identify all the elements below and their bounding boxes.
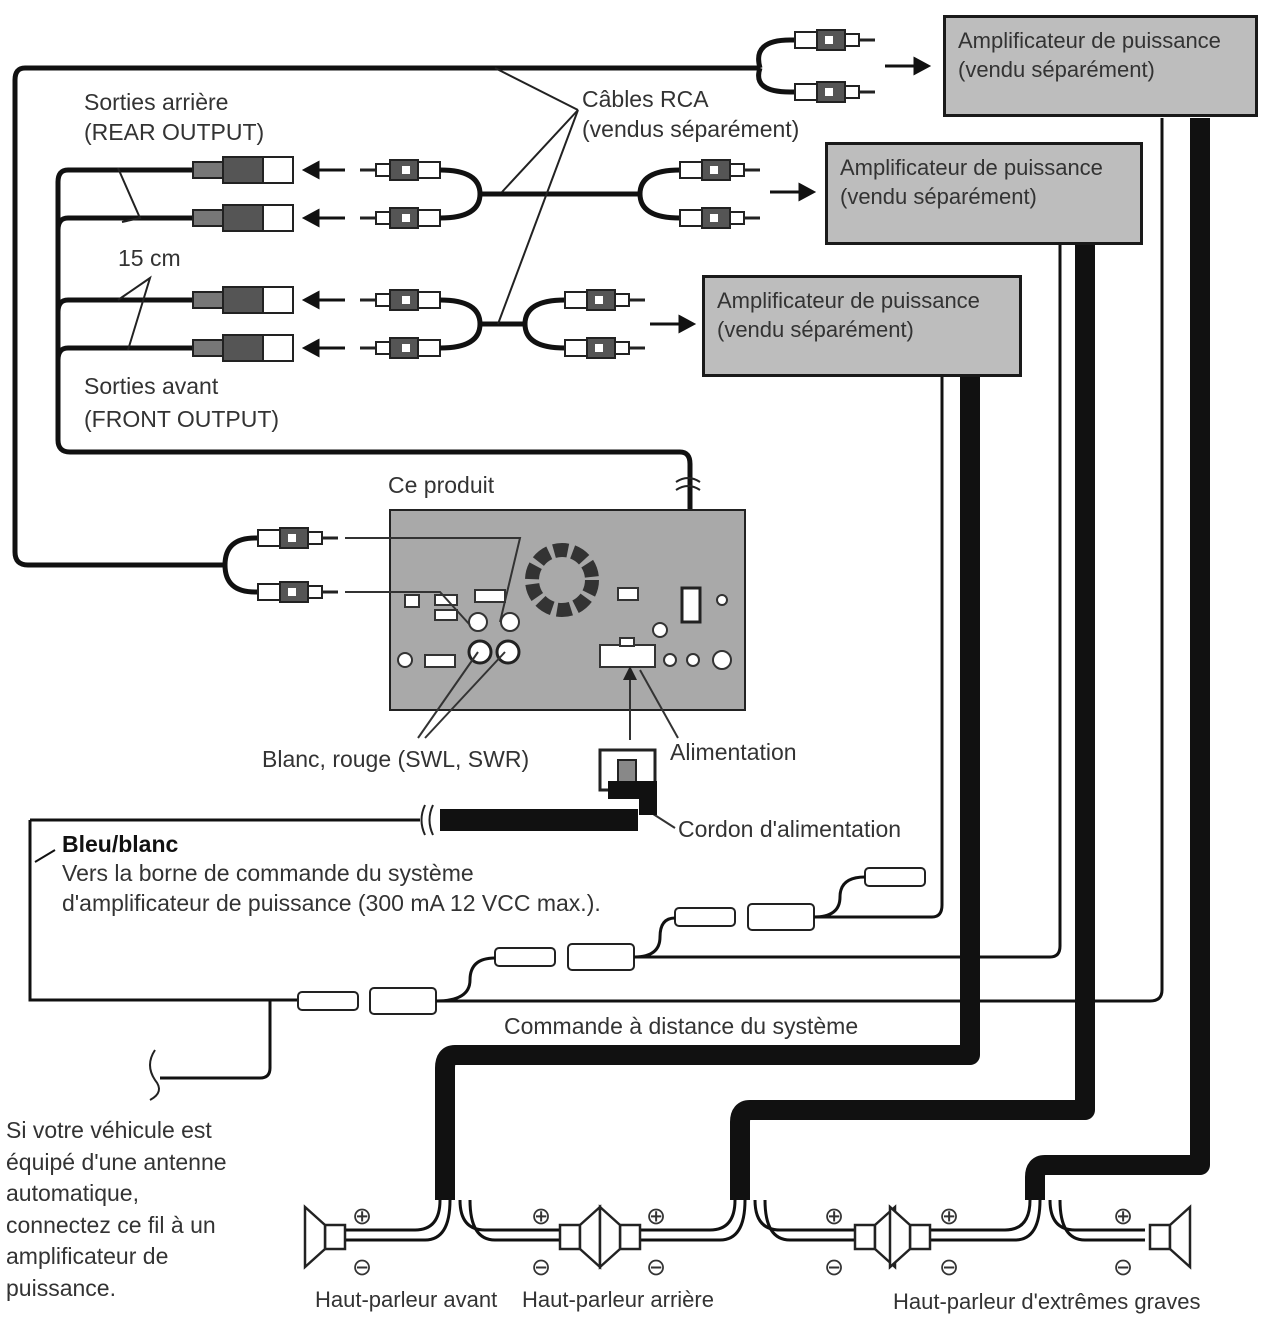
front-output-jack: [192, 334, 294, 362]
rear-output-jack: [192, 204, 294, 232]
rca-plug: [256, 526, 340, 550]
rca-cable-rear: [358, 158, 762, 230]
product-label: Ce produit: [388, 472, 495, 498]
minus-icon: ⊖: [1113, 1254, 1134, 1281]
rca-plug: [793, 80, 877, 104]
front-output-jack: [192, 286, 294, 314]
break-mark: [149, 477, 701, 1101]
amplifier-box-1: Amplificateur de puissance (vendu séparé…: [943, 15, 1258, 117]
remote-label: Commande à distance du système: [504, 1013, 859, 1039]
speaker-cables: [435, 118, 1210, 1200]
power-connector: [598, 748, 657, 815]
arrow-right-icon: [770, 182, 817, 202]
plus-icon: ⊕: [352, 1203, 373, 1230]
speaker-rear-label: Haut-parleur arrière: [522, 1287, 714, 1312]
white-red-label: Blanc, rouge (SWL, SWR): [262, 746, 530, 772]
length-label: 15 cm: [118, 245, 181, 271]
leader-lines: [117, 67, 579, 351]
speaker-icon: [598, 1205, 642, 1269]
power-cord-label: Cordon d'alimentation: [678, 816, 902, 842]
speaker-icon: [1148, 1205, 1192, 1269]
plus-icon: ⊕: [939, 1203, 960, 1230]
speaker-icon: [303, 1205, 347, 1269]
amplifier-title: Amplificateur de puissance: [840, 155, 1103, 180]
minus-icon: ⊖: [531, 1254, 552, 1281]
speaker-front-label: Haut-parleur avant: [315, 1287, 498, 1312]
minus-icon: ⊖: [939, 1254, 960, 1281]
speaker-icon: [558, 1205, 602, 1269]
arrow-right-icon: [885, 56, 932, 76]
amplifier-box-3: Amplificateur de puissance (vendu séparé…: [702, 275, 1022, 377]
amplifier-subtitle: (vendu séparément): [840, 184, 1037, 209]
amplifier-title: Amplificateur de puissance: [717, 288, 980, 313]
amplifier-box-2: Amplificateur de puissance (vendu séparé…: [825, 142, 1143, 245]
rca-cable-front: [358, 288, 647, 360]
plus-icon: ⊕: [824, 1203, 845, 1230]
speaker-sub-label: Haut-parleur d'extrêmes graves: [893, 1289, 1201, 1314]
plus-icon: ⊕: [1113, 1203, 1134, 1230]
product-unit: [389, 509, 746, 711]
rca-plug: [793, 28, 877, 52]
speaker-wires: [345, 1199, 1145, 1242]
blue-white-label: Bleu/blanc: [62, 831, 179, 857]
remote-connectors: [297, 867, 926, 1015]
arrow-right-icon: [650, 314, 697, 334]
remote-wires: [435, 118, 1164, 1003]
arrow-left-icon: [301, 160, 345, 358]
amplifier-title: Amplificateur de puissance: [958, 28, 1221, 53]
antenna-note: Si votre véhicule est équipé d'une anten…: [6, 1117, 227, 1301]
amplifier-subtitle: (vendu séparément): [958, 57, 1155, 82]
plus-icon: ⊕: [531, 1203, 552, 1230]
minus-icon: ⊖: [824, 1254, 845, 1281]
minus-icon: ⊖: [646, 1254, 667, 1281]
output-harness: [55, 167, 693, 590]
rca-plug: [256, 580, 340, 604]
blue-white-description: Vers la borne de commande du système d'a…: [62, 860, 601, 916]
front-output-label: Sorties avant (FRONT OUTPUT): [84, 373, 280, 432]
leader-lines: [345, 537, 679, 829]
rca-cables-label: Câbles RCA (vendus séparément): [582, 86, 800, 142]
rear-output-jack: [192, 156, 294, 184]
rear-output-label: Sorties arrière (REAR OUTPUT): [84, 89, 265, 145]
power-cord: [28, 809, 638, 1080]
minus-icon: ⊖: [352, 1254, 373, 1281]
rca-loop-cable: [12, 37, 800, 595]
speaker-icon: [888, 1205, 932, 1269]
amplifier-subtitle: (vendu séparément): [717, 317, 914, 342]
arrow-up-icon: [623, 666, 637, 680]
power-label: Alimentation: [670, 739, 797, 765]
plus-icon: ⊕: [646, 1203, 667, 1230]
